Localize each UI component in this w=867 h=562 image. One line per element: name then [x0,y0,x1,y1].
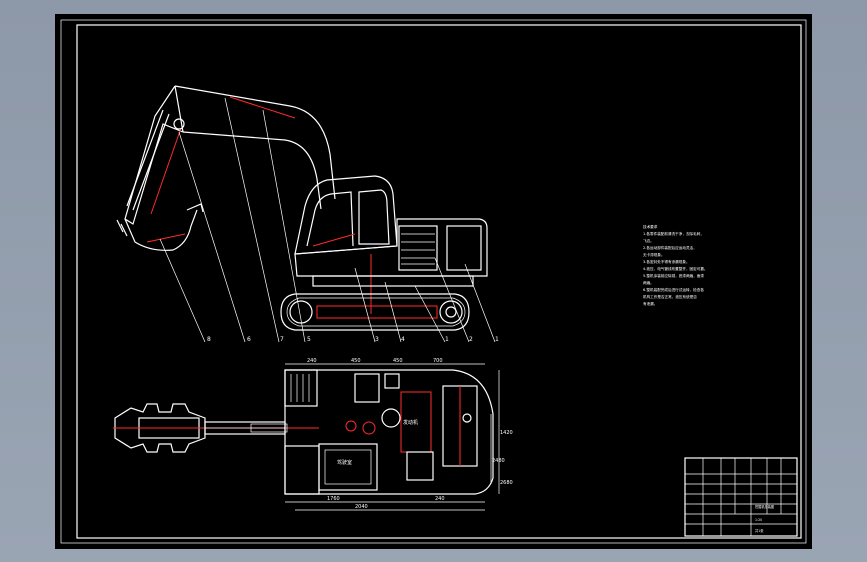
arm-cylinder-rod [150,127,182,215]
arm-cylinder [126,109,170,211]
part-label: 8 [207,336,211,343]
bucket-linkage [186,203,204,213]
title-block: 挖掘机总装图 1:20 共1张 [684,457,798,537]
part-label: 7 [280,336,284,343]
cab-outline [294,175,398,255]
top-view: 驾驶室 发动机 240 450 450 700 1760 2040 240 14… [113,358,513,511]
bucket-link [146,233,186,243]
note-line: 技术要求 [643,224,658,229]
bottom-dimension: 1760 [327,496,340,502]
right-dimension: 2680 [500,480,513,486]
cab-window-side [358,189,390,245]
right-dimension: 1420 [500,430,513,436]
cab-inner-plan [324,449,372,485]
note-line: 6.整机装配完成后进行试运转，检查各 [643,287,704,292]
idler-wheel [289,300,313,324]
drive-sprocket [439,300,463,324]
upper-structure-plan [284,369,494,495]
top-dimension: 700 [433,358,443,364]
note-line: 2.各运动部件装配后应运动灵活， [643,245,697,250]
track-frame [316,305,438,319]
part-label: 2 [469,336,473,343]
pump-plan [462,413,472,423]
part-label: 3 [375,336,379,343]
note-line: 无卡滞现象。 [643,252,665,257]
technical-notes: 技术要求 1.各零件装配前清洗干净，去除毛刺， 飞边。 2.各运动部件装配后应运… [643,224,708,306]
note-line: 1.各零件装配前清洗干净，去除毛刺， [643,231,704,236]
cab-window-front [306,191,354,247]
right-step-plan [284,445,320,495]
boom-foot-plan [345,420,357,432]
center-joint-plan [362,421,376,435]
track-outer [280,293,470,331]
part-label: 1 [495,336,499,343]
left-step-plan [284,369,318,407]
part-label: 5 [307,336,311,343]
top-dimension: 240 [307,358,317,364]
part-label: 1 [445,336,449,343]
turntable [312,275,474,287]
leader-lines [159,97,496,343]
title-sheet: 共1张 [755,528,764,533]
boom-cylinder-line [229,96,296,119]
top-dimension: 450 [351,358,361,364]
bottom-dimension: 240 [435,496,445,502]
cab-label: 驾驶室 [337,459,352,466]
cab-plan [318,443,378,491]
note-line: 机构工作是否正常，液压系统是否 [643,294,697,299]
note-line: 有泄漏。 [643,301,657,306]
track-inner [286,297,466,327]
bucket-plan [114,403,206,453]
boom-cylinder-plan [250,423,288,433]
bottom-dimension: 2040 [355,504,368,510]
note-line: 3.各密封处不得有渗漏现象。 [643,259,690,264]
part-label: 6 [247,336,251,343]
counterweight-panel [446,225,482,271]
part-label: 4 [401,336,405,343]
note-line: 5.整机涂装前应除锈，底漆两遍，面漆 [643,273,704,278]
title-scale: 1:20 [755,518,762,522]
excavator-assembly-drawing: 8 6 7 5 3 4 1 2 1 驾驶室 发动机 [60,19,807,544]
swing-bearing-plan [381,408,401,428]
arm-stick [124,85,184,225]
part-labels: 8 6 7 5 3 4 1 2 1 [207,336,499,343]
sprocket-hub [445,306,457,318]
drawing-sheet: 8 6 7 5 3 4 1 2 1 驾驶室 发动机 [55,14,812,549]
engine-grille [398,225,438,271]
top-dimension: 450 [393,358,403,364]
cab-inner-line [312,233,356,247]
battery-plan [406,451,434,481]
outer-frame [60,19,807,544]
side-view [116,85,496,343]
tank-plan [354,373,380,403]
right-dimension: 2480 [492,458,505,464]
bucket-teeth [116,219,128,237]
bucket [124,209,198,251]
title-drawing-name: 挖掘机总装图 [755,504,774,509]
boom-outline-bottom [182,131,322,210]
valve-plan [384,373,400,389]
note-line: 两遍。 [643,280,654,285]
note-line: 4.液压、电气管线布置整齐，固定可靠。 [643,266,708,271]
inner-frame [76,24,802,539]
note-line: 飞边。 [643,238,654,243]
boom-outline-top [174,85,336,200]
engine-house [294,218,488,277]
engine-label: 发动机 [403,419,418,426]
boom-tip [174,85,184,133]
arm-pivot [173,118,185,130]
